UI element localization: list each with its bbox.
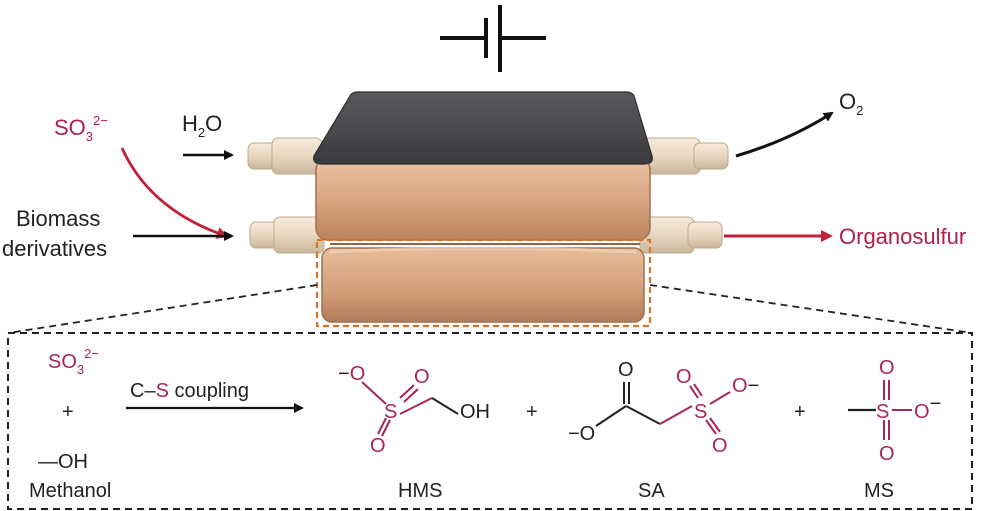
upper-compartment xyxy=(315,157,651,241)
electrolyzer-icon xyxy=(247,91,729,323)
battery-symbol-icon xyxy=(440,5,546,72)
inlet-pipe-upper xyxy=(247,137,323,175)
reaction-panel xyxy=(7,332,973,510)
zoom-line-right xyxy=(649,284,973,334)
sa-label: SA xyxy=(638,480,665,502)
ms-label: MS xyxy=(864,480,894,502)
water-input-label: H2O xyxy=(182,111,222,140)
reaction-arrow-label: C–S coupling xyxy=(130,380,249,402)
methanol-label: Methanol xyxy=(29,480,111,502)
svg-text:O−: O− xyxy=(914,393,941,423)
plus-after-hms: + xyxy=(526,401,538,423)
svg-text:O: O xyxy=(879,443,895,465)
svg-text:O: O xyxy=(370,435,386,457)
svg-text:S: S xyxy=(384,401,397,423)
oxygen-arrow xyxy=(735,111,834,158)
outlet-pipe-lower xyxy=(639,216,723,254)
oxygen-output-label: O2 xyxy=(839,89,863,118)
biomass-label-line2: derivatives xyxy=(2,236,107,261)
plus-after-sa: + xyxy=(794,401,806,423)
organosulfur-output-label: Organosulfur xyxy=(839,224,966,249)
svg-text:−O: −O xyxy=(338,363,365,385)
reactant-sulfite: SO32− xyxy=(48,346,99,377)
svg-text:O: O xyxy=(712,435,728,457)
biomass-label-line1: Biomass xyxy=(16,206,100,231)
svg-text:OH: OH xyxy=(460,401,490,423)
svg-text:O: O xyxy=(879,357,895,379)
ms-structure: S O O− O xyxy=(848,357,941,465)
hms-label: HMS xyxy=(398,480,442,502)
svg-text:S: S xyxy=(694,401,707,423)
sulfite-input-label: SO32− xyxy=(54,113,108,144)
lower-compartment xyxy=(321,247,645,323)
hydroxyl-group: —OH xyxy=(38,451,88,473)
svg-text:O: O xyxy=(414,366,430,388)
svg-text:O: O xyxy=(676,366,692,388)
zoom-line-left xyxy=(7,284,318,334)
svg-text:O−: O− xyxy=(732,375,759,397)
hms-structure: −O S O O OH xyxy=(338,363,490,457)
svg-text:−O: −O xyxy=(568,423,595,445)
svg-text:O: O xyxy=(618,359,634,381)
inlet-pipe-lower xyxy=(249,216,325,254)
sa-structure: O −O S O O− O xyxy=(568,359,759,457)
svg-text:S: S xyxy=(876,401,889,423)
device-lid xyxy=(313,91,653,165)
highlight-box xyxy=(315,238,652,328)
reactant-plus: + xyxy=(62,401,74,423)
sulfite-arrow xyxy=(120,147,229,239)
outlet-pipe-upper xyxy=(639,137,729,175)
